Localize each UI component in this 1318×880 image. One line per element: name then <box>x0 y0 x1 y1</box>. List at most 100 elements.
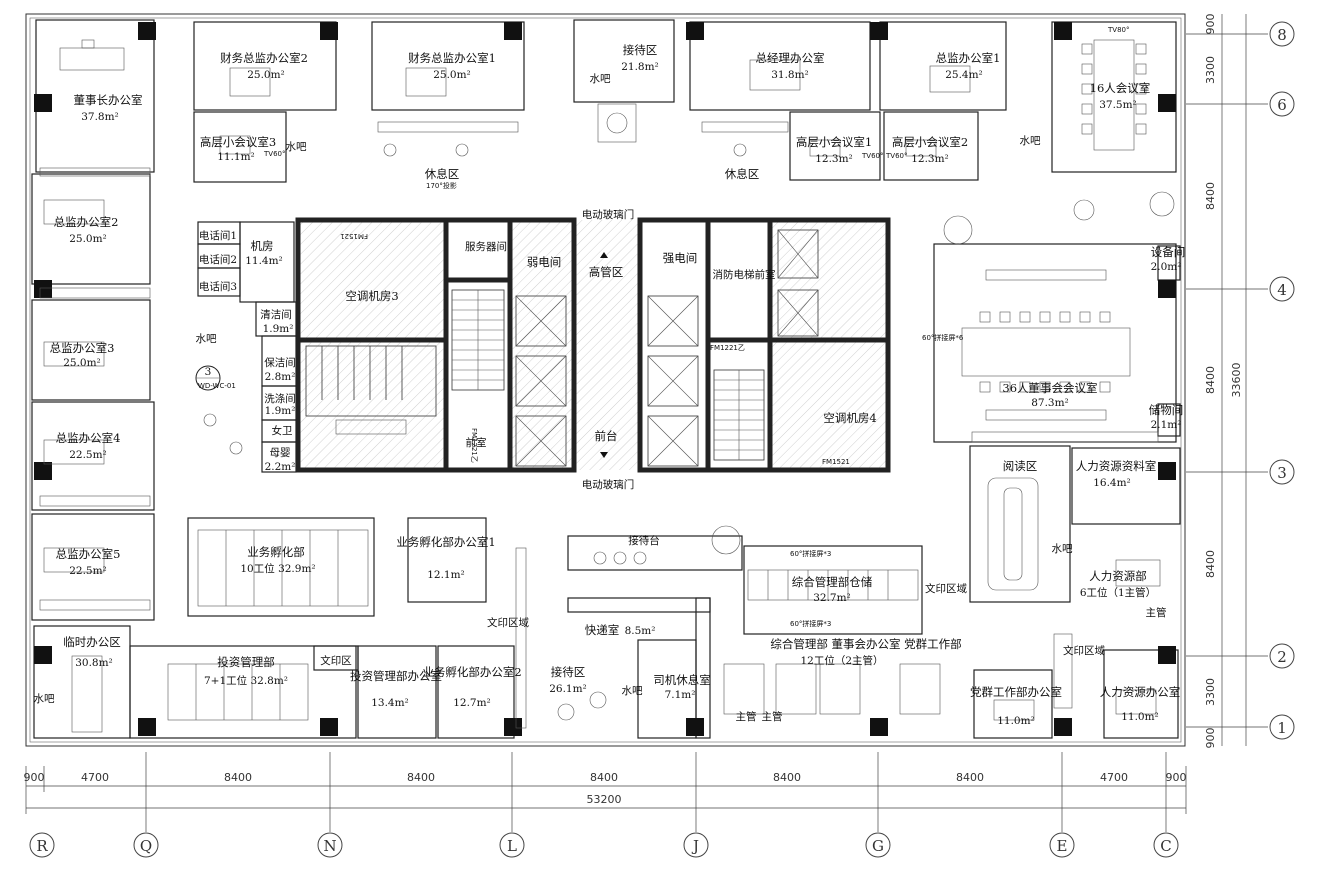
room-label: 总经理办公室 <box>756 51 825 65</box>
room-label: 党群工作部办公室 <box>970 685 1062 699</box>
supervisor-label: 主管 <box>736 710 757 723</box>
room-area: 12.1m² <box>427 569 465 581</box>
dimension-text: 900 <box>1204 14 1217 35</box>
elevators <box>515 229 819 467</box>
building-outline <box>25 13 1186 747</box>
room-area: 7.1m² <box>665 689 696 701</box>
room-area: 11.0m² <box>997 715 1035 727</box>
glass-door-label: 电动玻璃门 <box>582 208 635 221</box>
water-bar-label: 水吧 <box>196 333 217 345</box>
room-area: 2.2m² <box>265 461 296 473</box>
room-label: 储物间 <box>1149 403 1184 417</box>
core-hatch-left <box>298 220 446 470</box>
room-area: 25.0m² <box>433 69 471 81</box>
structural-columns <box>34 22 1176 736</box>
screen-label: 60°拼接屏*6 <box>922 333 964 342</box>
print-area-label: 文印区域 <box>1063 644 1105 657</box>
room-area: 12工位（2主管） <box>800 654 883 667</box>
dimension-text: 900 <box>1204 728 1217 749</box>
tv-label: TV60° <box>263 150 285 158</box>
partition-walls <box>31 19 1181 739</box>
room-area: 25.0m² <box>63 357 101 369</box>
room-label: 空调机房3 <box>345 289 398 303</box>
room-area: 16.4m² <box>1093 477 1131 489</box>
room-area: 87.3m² <box>1031 397 1069 409</box>
arrow-up-icon <box>600 252 608 258</box>
room-area: 12.7m² <box>453 697 491 709</box>
room-area: 31.8m² <box>771 69 809 81</box>
room-area: 2.8m² <box>265 371 296 383</box>
dimension-total: 33600 <box>1230 363 1243 398</box>
rest-area-label: 休息区 <box>725 167 760 181</box>
dimension-text: 3300 <box>1204 678 1217 706</box>
room-label: 高层小会议室1 <box>796 135 872 149</box>
room-label: 前台 <box>595 429 618 443</box>
dimension-text: 900 <box>1166 771 1187 784</box>
room-label: 人力资源资料室 <box>1076 459 1157 473</box>
supervisor-label: 主管 <box>1146 606 1167 619</box>
room-label: 业务孵化部 <box>247 545 305 559</box>
room-area: 2.0m² <box>1151 261 1182 273</box>
stairs <box>451 289 765 461</box>
axis-label: 3 <box>1277 464 1287 482</box>
room-label: 清洁间 <box>260 308 292 321</box>
room-label: 接待区 <box>551 665 586 679</box>
axis-label: 1 <box>1277 719 1287 737</box>
room-label: 阅读区 <box>1003 459 1038 473</box>
room-area: 22.5m² <box>69 565 107 577</box>
supervisor-label: 主管 <box>762 710 783 723</box>
axis-label: 6 <box>1277 96 1287 114</box>
axis-label: R <box>36 837 48 855</box>
room-area: 10工位 32.9m² <box>240 562 315 575</box>
room-area: 22.5m² <box>69 449 107 461</box>
water-bar-label: 水吧 <box>34 693 55 705</box>
room-area: 11.0m² <box>1121 711 1159 723</box>
room-area: 13.4m² <box>371 697 409 709</box>
room-label: 16人会议室 <box>1090 81 1151 95</box>
rest-area-label: 休息区 <box>425 167 460 181</box>
room-label: 总监办公室1 <box>936 51 1001 65</box>
room-label: 电话间1 <box>199 229 237 242</box>
room-area: 25.0m² <box>247 69 285 81</box>
axis-label: 4 <box>1277 281 1287 299</box>
room-label: 母婴 <box>270 447 291 459</box>
water-bar-label: 水吧 <box>1020 135 1042 147</box>
room-label: 综合管理部仓储 <box>792 575 873 589</box>
dimension-text: 8400 <box>590 771 618 784</box>
water-bar-label: 水吧 <box>590 73 611 85</box>
fire-door-label: FM1221乙 <box>710 344 745 352</box>
room-label: 高层小会议室2 <box>892 135 968 149</box>
room-area: 2.1m² <box>1151 419 1182 431</box>
projection-label: 170°投影 <box>426 181 457 190</box>
dimension-total: 53200 <box>587 793 622 806</box>
room-label: 前室 <box>466 436 487 449</box>
axis-label: J <box>691 837 699 855</box>
building-inner-outline <box>29 17 1182 743</box>
room-area: 30.8m² <box>75 657 113 669</box>
room-label: 业务孵化部办公室1 <box>396 535 495 549</box>
room-label: 快递室 <box>585 623 620 637</box>
core-hatch-right <box>770 220 888 470</box>
room-label: 服务器间 <box>465 240 507 253</box>
room-area: 12.3m² <box>815 153 853 165</box>
room-label: 人力资源办公室 <box>1100 685 1181 699</box>
room-label: 弱电间 <box>527 255 562 269</box>
room-label: 司机休息室 <box>653 673 711 687</box>
tv-label: TV60° <box>861 152 883 160</box>
room-area: 37.5m² <box>1099 99 1137 111</box>
room-label: 电话间3 <box>199 280 237 293</box>
dimension-text: 8400 <box>773 771 801 784</box>
room-label: 临时办公区 <box>63 635 121 649</box>
dimension-text: 8400 <box>1204 182 1217 210</box>
room-label: 洗涤间 <box>264 392 296 405</box>
right-dimensions: 900 3300 8400 8400 8400 3300 900 33600 <box>1186 14 1268 749</box>
dimension-text: 8400 <box>407 771 435 784</box>
room-area: 1.9m² <box>265 405 296 417</box>
room-area: 8.5m² <box>625 625 656 637</box>
bottom-dimensions: 900 4700 8400 8400 8400 8400 8400 4700 9… <box>24 752 1187 832</box>
reception-desk-label: 接待台 <box>628 534 660 547</box>
dimension-text: 4700 <box>81 771 109 784</box>
room-label: 高层小会议室3 <box>200 135 276 149</box>
room-label: 总监办公室5 <box>56 547 121 561</box>
section-mark-code: WD-WC-01 <box>198 382 236 390</box>
